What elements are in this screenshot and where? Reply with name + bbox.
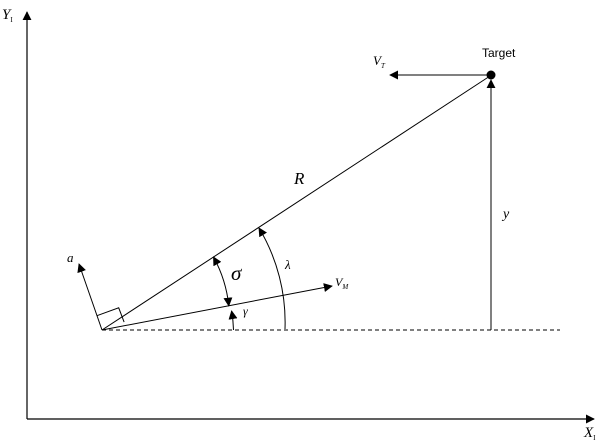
flight-path-angle-arc (228, 310, 238, 331)
acceleration-vector (77, 263, 103, 331)
x-axis-label: XI (584, 425, 596, 442)
target-velocity-label: VT (373, 53, 385, 70)
right-angle-marker (96, 307, 125, 323)
target-point (486, 70, 496, 80)
flight-path-angle-label: γ (243, 304, 248, 318)
los-angle-label: λ (285, 257, 291, 272)
acceleration-label: a (67, 250, 74, 265)
lead-angle-arc (213, 256, 233, 307)
line-of-sight (101, 75, 491, 331)
los-angle-arc (258, 227, 286, 330)
y-axis-label: YI (2, 7, 13, 24)
target-label: Target (482, 46, 516, 60)
lead-angle-label: σ (231, 261, 242, 285)
target-altitude-label: y (503, 207, 510, 222)
missile-velocity-vector (101, 283, 333, 331)
range-label: R (294, 169, 305, 188)
missile-velocity-label: VM (335, 275, 349, 291)
